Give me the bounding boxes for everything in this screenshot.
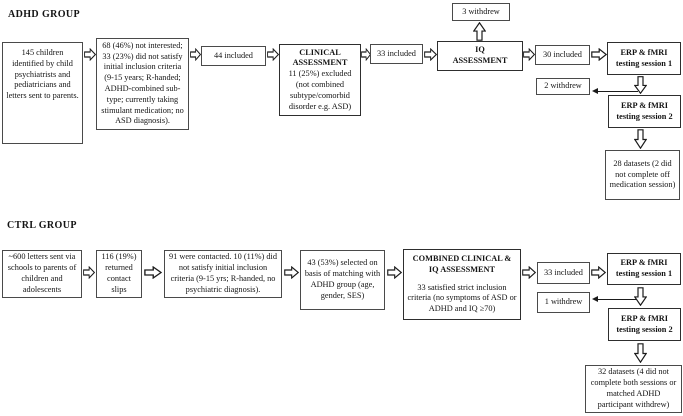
adhd-30-included-text: 30 included [543, 49, 582, 59]
flow-arrow-right-icon [84, 48, 96, 61]
adhd-recruitment-text: 145 children identified by child psychia… [6, 48, 79, 101]
ctrl-selected-text: 43 (53%) selected on basis of matching w… [304, 258, 381, 300]
flow-arrow-down-icon [634, 76, 647, 94]
ctrl-contacted-box: 91 were contacted. 10 (11%) did not sati… [164, 250, 282, 298]
adhd-33-included-box: 33 included [370, 44, 423, 64]
iq-assessment-box: IQ ASSESSMENT [437, 41, 523, 71]
ctrl-contacted-text: 91 were contacted. 10 (11%) did not sati… [169, 252, 277, 294]
ctrl-33-included-text: 33 included [544, 267, 583, 277]
flow-arrow-right-icon [424, 48, 437, 61]
ctrl-erp-fmri-session1-box: ERP & fMRI testing session 1 [607, 253, 681, 285]
ctrl-1-withdrew-text: 1 withdrew [544, 297, 583, 307]
adhd-group-label: ADHD GROUP [8, 9, 81, 20]
ctrl-group-label: CTRL GROUP [7, 220, 77, 231]
clinical-assessment-box: CLINICAL ASSESSMENT 11 (25%) excluded (n… [279, 44, 361, 116]
adhd-session2-text: ERP & fMRI testing session 2 [616, 100, 673, 121]
clinical-assessment-body: 11 (25%) excluded (not combined subtype/… [288, 69, 352, 111]
ctrl-erp-fmri-session2-box: ERP & fMRI testing session 2 [608, 308, 681, 341]
flow-arrow-right-icon [523, 48, 535, 61]
flow-arrow-right-icon [361, 48, 371, 61]
ctrl-session1-text: ERP & fMRI testing session 1 [615, 258, 673, 278]
combined-assessment-body: 33 satisfied strict inclusion criteria (… [407, 282, 517, 314]
clinical-assessment-title: CLINICAL ASSESSMENT [292, 47, 348, 68]
ctrl-returned-slips-box: 116 (19%) returned contact slips [96, 250, 142, 298]
flow-arrow-right-icon [267, 48, 279, 61]
combined-clinical-iq-assessment-box: COMBINED CLINICAL & IQ ASSESSMENT 33 sat… [403, 249, 521, 320]
adhd-3-withdrew-box: 3 withdrew [452, 3, 510, 21]
adhd-datasets-box: 28 datasets (2 did not complete off medi… [605, 150, 680, 200]
ctrl-1-withdrew-box: 1 withdrew [537, 292, 590, 313]
ctrl-datasets-text: 32 datasets (4 did not complete both ses… [590, 367, 677, 409]
adhd-session1-text: ERP & fMRI testing session 1 [615, 47, 673, 68]
flow-arrow-right-icon [591, 48, 607, 61]
iq-assessment-title: IQ ASSESSMENT [452, 45, 508, 65]
ctrl-session2-text: ERP & fMRI testing session 2 [616, 313, 673, 334]
flow-arrow-down-icon [634, 129, 647, 149]
adhd-recruitment-box: 145 children identified by child psychia… [2, 42, 83, 144]
adhd-2-withdrew-text: 2 withdrew [544, 81, 582, 91]
flow-arrow-up-icon [473, 22, 486, 41]
adhd-44-included-box: 44 included [201, 46, 266, 66]
ctrl-recruitment-box: ~600 letters sent via schools to parents… [2, 250, 82, 298]
ctrl-recruitment-text: ~600 letters sent via schools to parents… [7, 252, 77, 294]
ctrl-returned-slips-text: 116 (19%) returned contact slips [101, 252, 137, 294]
flow-arrow-down-icon [634, 343, 647, 363]
withdraw-arrow-icon [592, 296, 638, 304]
flow-arrow-right-icon [522, 266, 536, 279]
adhd-exclusion-box: 68 (46%) not interested; 33 (23%) did no… [96, 38, 189, 130]
adhd-2-withdrew-box: 2 withdrew [536, 78, 590, 95]
adhd-30-included-box: 30 included [535, 45, 590, 65]
adhd-erp-fmri-session2-box: ERP & fMRI testing session 2 [608, 95, 681, 128]
ctrl-datasets-box: 32 datasets (4 did not complete both ses… [585, 365, 682, 413]
flow-arrow-right-icon [387, 266, 402, 279]
adhd-erp-fmri-session1-box: ERP & fMRI testing session 1 [607, 42, 681, 75]
flow-arrow-right-icon [190, 48, 201, 61]
adhd-datasets-text: 28 datasets (2 did not complete off medi… [609, 158, 676, 190]
flow-arrow-down-icon [634, 287, 647, 306]
ctrl-selected-box: 43 (53%) selected on basis of matching w… [300, 250, 385, 310]
withdraw-arrow-icon [592, 88, 638, 96]
flow-arrow-right-icon [284, 266, 299, 279]
adhd-exclusion-text: 68 (46%) not interested; 33 (23%) did no… [101, 40, 184, 126]
adhd-3-withdrew-text: 3 withdrew [462, 6, 500, 16]
ctrl-33-included-box: 33 included [537, 262, 590, 284]
flow-arrow-right-icon [144, 266, 162, 279]
adhd-44-included-text: 44 included [214, 50, 253, 60]
adhd-33-included-text: 33 included [377, 48, 416, 58]
flow-arrow-right-icon [591, 266, 606, 279]
combined-assessment-title: COMBINED CLINICAL & IQ ASSESSMENT [412, 254, 512, 274]
flow-arrow-right-icon [83, 266, 95, 279]
